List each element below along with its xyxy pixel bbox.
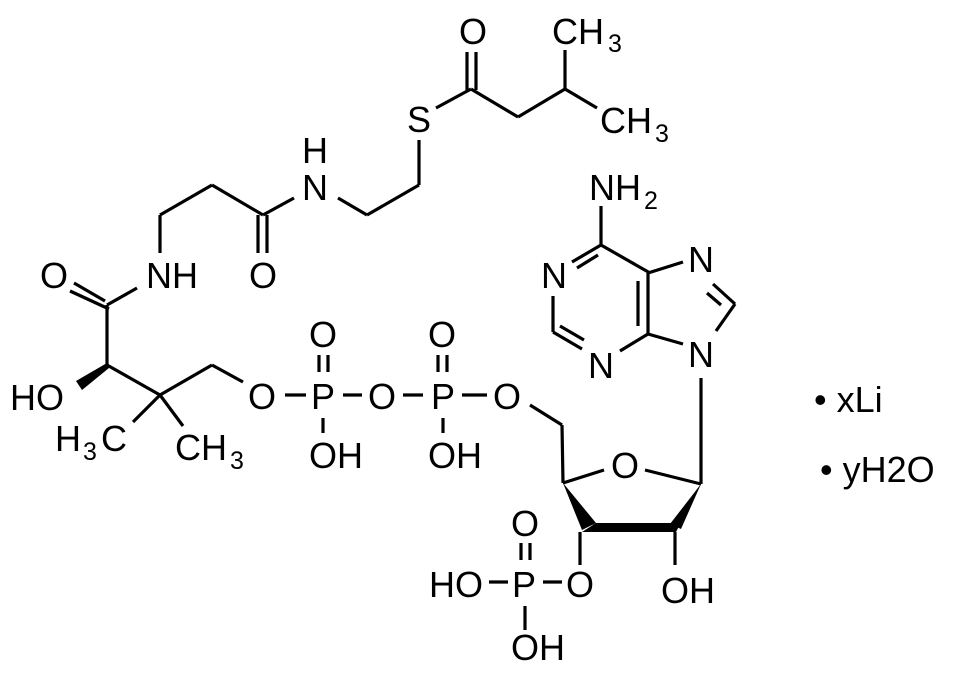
ribose-2prime-hydroxyl: OH: [661, 570, 715, 611]
lithium-counterion: • xLi: [814, 379, 883, 420]
phosphate-1-oxo: O: [309, 314, 337, 355]
bonds: [69, 50, 737, 630]
phosphorus-3: P: [512, 564, 536, 605]
phosphate-3-oxo: O: [511, 503, 539, 544]
methyl-left-c: C: [101, 418, 127, 459]
bridging-oxygen: O: [368, 376, 396, 417]
left-amide-nh: NH: [146, 255, 198, 296]
methyl-top: CH: [552, 11, 604, 52]
amide-oxygen: O: [249, 255, 277, 296]
ester-oxygen-3prime: O: [566, 564, 594, 605]
phosphate-2-hydroxyl: OH: [428, 435, 482, 476]
phosphate-2-oxo: O: [428, 314, 456, 355]
svg-text:3: 3: [608, 30, 622, 58]
ribose-ring-oxygen: O: [611, 445, 639, 486]
atom-labels: O CH 3 CH 3 S N H O NH 2 N N N N O NH HO…: [10, 11, 715, 668]
sulfur-atom: S: [407, 99, 431, 140]
svg-text:3: 3: [83, 438, 97, 466]
counterions: • xLi • yH2O: [814, 379, 935, 490]
hydroxyl-group: HO: [10, 377, 64, 418]
left-carbonyl-oxygen: O: [40, 255, 68, 296]
phosphate-1-hydroxyl: OH: [309, 435, 363, 476]
methyl-bottom: CH: [175, 427, 227, 468]
svg-text:3: 3: [655, 120, 669, 148]
svg-text:3: 3: [230, 447, 244, 475]
purine-n7: N: [688, 239, 714, 280]
phosphate-3-oh: OH: [511, 627, 565, 668]
water-of-hydration: • yH2O: [820, 449, 935, 490]
amide-nitrogen: N: [302, 167, 328, 208]
phosphorus-2: P: [431, 376, 455, 417]
amino-group: NH: [589, 167, 641, 208]
svg-text:2: 2: [644, 187, 658, 215]
ester-oxygen-5prime: O: [493, 376, 521, 417]
methyl-left-h: H: [55, 418, 81, 459]
amide-hydrogen: H: [302, 130, 328, 171]
phosphorus-1: P: [311, 376, 335, 417]
methyl-right: CH: [600, 100, 652, 141]
purine-n3: N: [588, 345, 614, 386]
ester-oxygen-1: O: [248, 376, 276, 417]
purine-n1: N: [541, 255, 567, 296]
purine-n9: N: [688, 334, 714, 375]
thioester-oxygen: O: [459, 11, 487, 52]
phosphate-3-ho: HO: [429, 564, 483, 605]
